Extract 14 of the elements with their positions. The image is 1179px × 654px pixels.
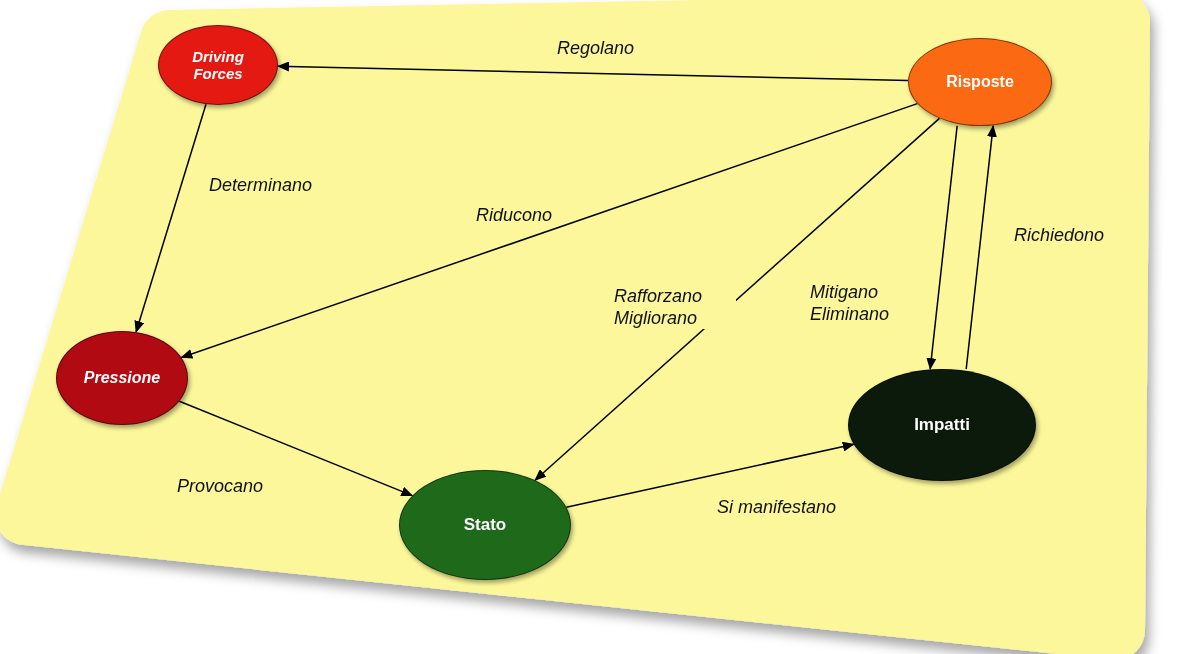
- node-label: Stato: [463, 515, 507, 535]
- arrow: [926, 125, 958, 371]
- edge-label: Rafforzano Migliorano: [612, 286, 736, 330]
- node-label: Driving Forces: [192, 47, 244, 83]
- node-label: Risposte: [946, 72, 1014, 92]
- arrow: [276, 61, 909, 82]
- node-label: Pressione: [83, 368, 161, 388]
- arrow: [565, 441, 855, 508]
- arrow: [534, 117, 941, 481]
- edge-label: Regolano: [555, 38, 637, 60]
- arrow: [178, 400, 414, 497]
- arrow: [180, 102, 919, 359]
- arrow: [965, 124, 997, 370]
- node-label: Impatti: [914, 415, 970, 435]
